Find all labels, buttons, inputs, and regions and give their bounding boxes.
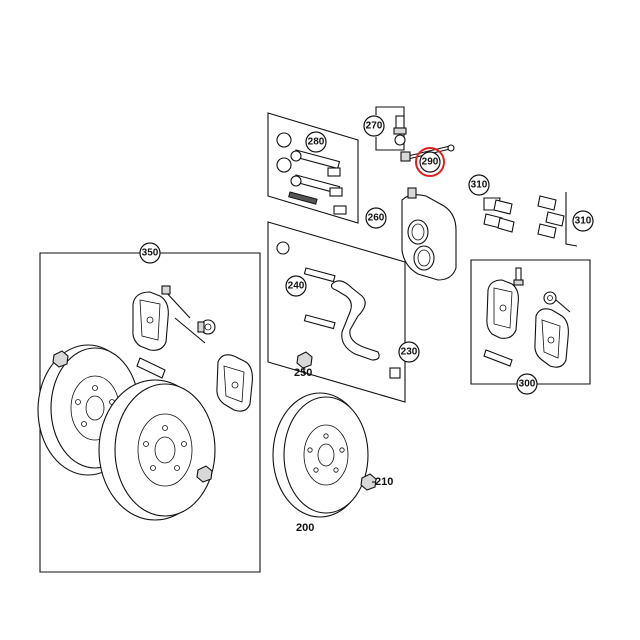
panel-310-right-group: 310 (537, 192, 594, 247)
panel-230-frame (267, 221, 406, 403)
rotor-nut-upper (52, 350, 69, 368)
bubble-310-left: 310 (468, 174, 490, 196)
callout-300: 300 (519, 379, 536, 390)
bubble-350: 350 (139, 242, 161, 264)
callout-200: 200 (296, 522, 314, 534)
callout-310-right: 310 (575, 216, 592, 227)
rotor-front (98, 379, 216, 521)
pad-kit-upper (486, 267, 524, 339)
pad-kit-clip (483, 349, 513, 367)
bubble-270: 270 (363, 115, 385, 137)
caliper-260-group: 260 (365, 187, 457, 281)
brake-pad-lower (216, 354, 253, 412)
panel-230-group: 240 230 (267, 221, 420, 403)
callout-270: 270 (366, 121, 383, 132)
clip-hardware-left (483, 197, 515, 233)
bleeder-270-group: 270 (363, 106, 407, 151)
panel-280-frame (267, 112, 359, 224)
panel-280-group: 280 (267, 112, 359, 224)
highlight-ring (415, 147, 445, 177)
sensor-290-group: 290 (400, 144, 455, 177)
callout-280: 280 (308, 137, 325, 148)
callout-210: 210 (375, 476, 393, 488)
bubble-290: 290 (415, 147, 445, 177)
kit-350-frame (39, 252, 261, 573)
spring-clip (276, 241, 401, 379)
pad-sensor-wire (161, 285, 216, 344)
bubble-280: 280 (305, 131, 327, 153)
bubble-230: 230 (398, 341, 420, 363)
bubble-310-right: 310 (572, 210, 594, 232)
callout-260: 260 (368, 213, 385, 224)
callout-250: 250 (294, 367, 312, 379)
bolt-210-group: 210 (360, 473, 393, 491)
bolt-250-group: 250 (294, 351, 313, 379)
kit-300-frame (470, 259, 591, 385)
clip-hardware-right (537, 195, 565, 239)
brake-pad-upper (132, 291, 169, 351)
rotor-nut-lower (196, 465, 213, 483)
kit-300-group: 300 (470, 259, 591, 395)
bubble-300: 300 (516, 373, 538, 395)
rotor-200-group: 200 (272, 392, 369, 534)
pad-clip-350 (136, 357, 166, 379)
callout-310-left: 310 (471, 180, 488, 191)
callout-230: 230 (401, 347, 418, 358)
guide-pin-set (276, 132, 347, 215)
pad-kit-lower (534, 308, 569, 368)
callout-240: 240 (288, 281, 305, 292)
pad-kit-sensor (543, 291, 571, 313)
panel-310-left-group: 310 (468, 174, 515, 233)
callout-290: 290 (422, 157, 439, 168)
bubble-260: 260 (365, 207, 387, 229)
callout-350: 350 (142, 248, 159, 259)
bubble-240: 240 (285, 275, 307, 297)
kit-350-group: 350 (37, 242, 261, 573)
